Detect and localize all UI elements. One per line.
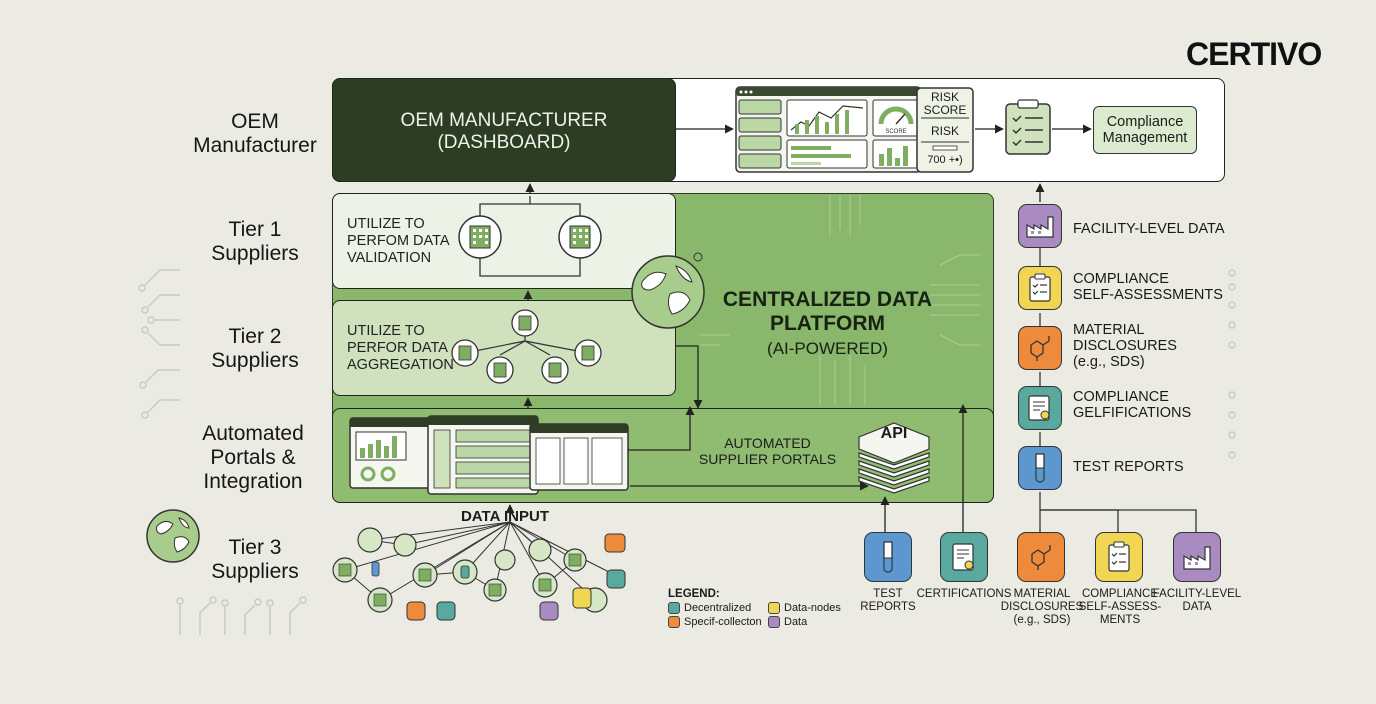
row-label-tier1: Tier 1 Suppliers <box>211 218 299 265</box>
material-disclosure-icon[interactable] <box>1018 326 1062 370</box>
legend-title: LEGEND: <box>668 588 720 600</box>
row-label-oem: OEM Manufacturer <box>193 110 317 157</box>
oem-manufacturer-box[interactable] <box>332 78 676 182</box>
tier1-network <box>458 196 602 277</box>
legend-item-data: Data <box>768 616 868 629</box>
bottom-material-disclosure-icon[interactable] <box>1017 532 1065 582</box>
test-report-icon[interactable] <box>1018 446 1062 490</box>
bottom-test-report-icon[interactable] <box>864 532 912 582</box>
legend: LEGEND: Decentralized Data-nodes Specif-… <box>668 588 878 629</box>
tier3-supplier-network <box>332 521 626 621</box>
score-label: SCORE <box>885 129 906 135</box>
bottom-label-certifications: CERTIFICATIONS <box>916 588 1012 600</box>
legend-item-decentralized: Decentralized <box>668 602 768 615</box>
circuit-decoration-right <box>1228 269 1236 459</box>
risk-value: 700 +•) <box>927 154 963 166</box>
row-label-portals: Automated Portals & Integration <box>202 422 304 493</box>
right-label-facility-data: FACILITY-LEVEL DATA <box>1073 221 1225 237</box>
row-label-tier2: Tier 2 Suppliers <box>211 325 299 372</box>
legend-item-specif-collection: Specif-collecton <box>668 616 768 629</box>
circuit-decoration-left <box>138 269 180 419</box>
row-label-tier3: Tier 3 Suppliers <box>211 536 299 583</box>
api-label: API <box>880 425 908 442</box>
oem-title: OEM MANUFACTURER (DASHBOARD) <box>400 110 608 153</box>
bottom-certification-icon[interactable] <box>940 532 988 582</box>
self-assessment-icon[interactable] <box>1018 266 1062 310</box>
dashboard-mockup[interactable]: SCORE <box>735 86 975 174</box>
platform-title: CENTRALIZED DATA PLATFORM (AI-POWERED) <box>722 288 933 358</box>
circuit-decoration-platform <box>700 195 980 405</box>
api-stack-icon[interactable] <box>855 415 933 497</box>
circuit-decoration-bottom-left <box>176 596 307 635</box>
legend-item-data-nodes: Data-nodes <box>768 602 868 615</box>
tier1-validation-box[interactable] <box>332 193 676 289</box>
globe-icon <box>146 509 200 563</box>
bottom-facility-data-icon[interactable] <box>1173 532 1221 582</box>
certification-icon[interactable] <box>1018 386 1062 430</box>
globe-icon <box>631 252 705 329</box>
data-input-label: DATA INPUT <box>460 508 550 525</box>
tier2-network <box>451 309 602 384</box>
checklist-icon <box>1005 99 1051 155</box>
portal-windows[interactable] <box>348 414 630 496</box>
right-label-test-reports: TEST REPORTS <box>1073 459 1184 475</box>
risk-label: RISK <box>930 124 959 138</box>
facility-data-icon[interactable] <box>1018 204 1062 248</box>
certivo-logo: CERTIVO <box>1186 36 1322 72</box>
bottom-self-assessment-icon[interactable] <box>1095 532 1143 582</box>
